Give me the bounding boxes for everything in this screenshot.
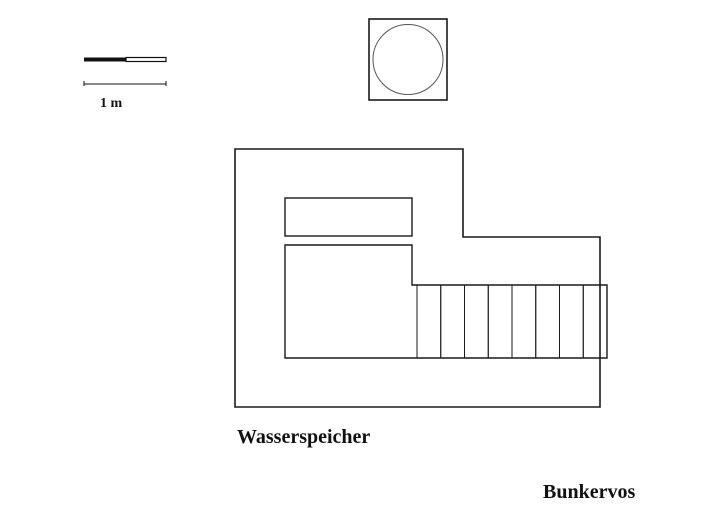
upper-basin — [284, 197, 413, 237]
stair-step — [511, 284, 537, 359]
outer-wall-outline — [234, 148, 601, 408]
scale-bar-black-segment — [84, 57, 126, 62]
stair-step — [559, 284, 584, 359]
scale-bar-white-segment — [125, 56, 167, 63]
scale-bar — [83, 56, 167, 86]
stair-step — [487, 284, 513, 359]
scale-bar-label: 1 m — [100, 96, 123, 111]
shaft-circle — [372, 24, 444, 95]
stair-step — [464, 284, 489, 359]
circular-shaft — [368, 18, 448, 101]
structure-name-caption: Wasserspeicher — [237, 426, 371, 448]
shaft-square-outline — [368, 18, 448, 101]
staircase — [416, 284, 608, 359]
stair-step — [582, 284, 608, 359]
site-name-caption: Bunkervos — [543, 481, 636, 503]
main-chamber-outline — [284, 244, 608, 359]
stair-step — [535, 284, 560, 359]
stair-step — [440, 284, 465, 359]
stair-step — [416, 284, 442, 359]
